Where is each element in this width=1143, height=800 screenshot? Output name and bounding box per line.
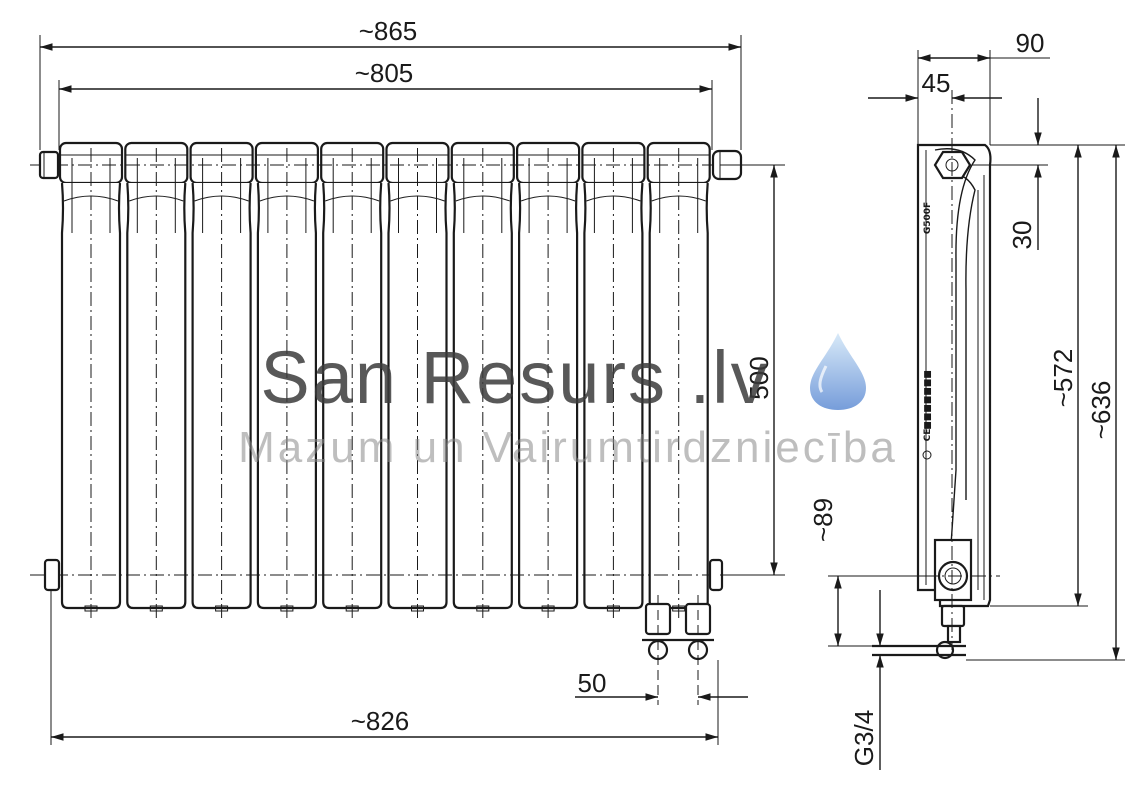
dim-label-base-width: ~826	[351, 706, 410, 736]
watermark-title: San Resurs .lv	[260, 336, 769, 419]
dim-label-connection-spacing: 50	[578, 668, 607, 698]
dim-thread: G3/4	[849, 590, 884, 770]
dim-bottom-offset: ~89	[808, 498, 935, 647]
radiator-section	[189, 141, 254, 620]
section-bottom-tab	[672, 605, 686, 612]
left-top-plug	[38, 150, 60, 180]
water-drop-icon	[810, 333, 866, 410]
radiator-sections	[58, 141, 711, 620]
front-view: ~865 ~805 500 50 ~826	[30, 16, 785, 745]
side-bottom-connector	[933, 538, 973, 602]
radiator-section	[646, 141, 711, 620]
left-bottom-plug	[43, 558, 61, 592]
side-fin-outer	[934, 148, 976, 561]
dim-label-overall-width: ~865	[359, 16, 418, 46]
radiator-section	[581, 141, 646, 620]
side-logo-mark: ■■■■■■■	[923, 370, 933, 430]
dim-half-depth: 45	[868, 68, 1002, 102]
dim-label-total-height: ~636	[1086, 381, 1116, 440]
side-ce-mark: CE	[923, 429, 933, 442]
radiator-section	[58, 141, 124, 620]
section-bottom-tab	[411, 605, 424, 612]
watermark: San Resurs .lv Mazum un Vairumtirdzniecī…	[238, 333, 898, 472]
dim-label-thread: G3/4	[849, 710, 879, 766]
side-valve	[872, 604, 966, 660]
dim-nipple-width: ~805	[58, 58, 713, 150]
dim-label-half-depth: 45	[922, 68, 951, 98]
dim-label-nipple-width: ~805	[355, 58, 414, 88]
watermark-subtitle: Mazum un Vairumtirdzniecība	[238, 423, 898, 472]
dim-axis-distance: 500	[720, 164, 785, 576]
dim-overall-width: ~865	[39, 16, 742, 150]
radiator-section	[124, 141, 189, 620]
section-bottom-tab	[84, 605, 98, 612]
dim-total-height: ~636	[966, 144, 1125, 661]
side-body	[916, 143, 992, 608]
section-bottom-tab	[149, 605, 163, 612]
dim-label-axis-distance: 500	[744, 356, 774, 399]
dim-label-bottom-offset: ~89	[808, 498, 838, 542]
section-bottom-tab	[215, 605, 229, 612]
dim-label-top-offset: 30	[1007, 221, 1037, 250]
dim-label-body-height: ~572	[1048, 349, 1078, 408]
valve-connection	[642, 595, 714, 705]
section-bottom-tab	[606, 605, 620, 612]
dim-top-offset: 30	[972, 98, 1048, 250]
section-bottom-tab	[345, 605, 359, 612]
section-bottom-tab	[476, 605, 490, 612]
dim-connection-spacing: 50	[575, 668, 748, 701]
dim-label-depth: 90	[1016, 28, 1045, 58]
side-view: G500F ■■■■■■■ CE 90 45 30	[808, 28, 1125, 770]
section-bottom-tab	[541, 605, 555, 612]
radiator-section	[450, 141, 515, 620]
dim-base-width: ~826	[50, 590, 719, 745]
side-model-mark: G500F	[923, 202, 933, 234]
radiator-section	[320, 141, 385, 620]
radiator-section	[515, 141, 581, 620]
section-bottom-tab	[280, 605, 294, 612]
radiator-section	[385, 141, 450, 620]
dim-body-height: ~572	[990, 144, 1088, 607]
side-quality-mark	[922, 450, 932, 460]
radiator-section	[254, 141, 319, 620]
